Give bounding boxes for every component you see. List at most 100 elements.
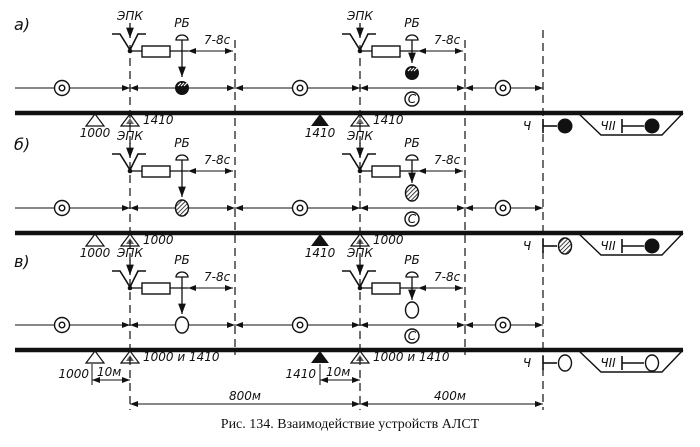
c-circle-icon [404,328,420,344]
code-transmitter-1410 [311,234,329,246]
wayside-signal-core [58,84,66,92]
wayside-signal-core [58,321,66,329]
dim-label: 10м [326,365,350,379]
code-label: 1410 [373,113,404,127]
time-label: 7-8с [434,153,461,167]
c-label: С [408,329,417,343]
wayside-signal-core [499,84,507,92]
epk-fork-icon [342,153,376,172]
cab-signal-block2 [404,184,420,202]
code-transmitter-hatched-inner [126,118,134,124]
epk-fork-icon [342,33,376,52]
dim-label: 10м [97,365,121,379]
lamp-fill [644,118,660,134]
section-label: б) [14,135,30,154]
cab-signal-block2 [405,66,419,80]
siding-track [577,232,684,256]
lamp-fill [557,118,573,134]
code-label: 1000 и 1410 [373,350,450,364]
ch-signal-lamp [557,237,573,255]
code-transmitter-1000 [84,350,106,364]
resistor-icon [371,165,401,178]
rb-button-icon [405,271,419,278]
wayside-signal-core [58,204,66,212]
ch-signal-label: Ч [523,119,531,133]
resistor-icon [141,282,171,295]
siding-track [577,112,684,136]
lamp-fill [557,237,573,255]
dim-label: 400м [434,389,466,403]
code-label: 1000 [373,233,404,247]
wayside-signal-core [296,84,304,92]
c-label: С [408,92,417,106]
rb-label: РБ [174,136,189,150]
resistor-icon [141,165,171,178]
wayside-signal-core [296,321,304,329]
rb-button-icon [175,154,189,161]
section-label: в) [14,252,30,271]
resistor-icon [371,282,401,295]
lamp-fill [404,301,420,319]
ch-signal-lamp [557,354,573,372]
cab-signal-block1 [175,81,189,95]
epk-fork-icon [112,33,146,52]
siding-track [577,349,684,373]
lamp-fill [557,354,573,372]
cab-signal-block1 [174,199,190,217]
rb-button-icon [175,34,189,41]
lamp-fill [174,199,190,217]
wayside-signal-core [499,321,507,329]
code-transmitter-1000 [84,113,106,127]
rb-label: РБ [404,16,419,30]
ch-signal-label: Ч [523,356,531,370]
code-label: 1410 [285,367,316,381]
lamp-fill [644,354,660,372]
time-label: 7-8с [434,270,461,284]
cab-signal-block2 [404,301,420,319]
lamp-fill [404,184,420,202]
resistor-icon [141,45,171,58]
epk-fork-icon [112,270,146,289]
code-label: 1000 [143,233,174,247]
lamp-fill [174,316,190,334]
lamp-hatch [177,82,188,87]
code-transmitter-1000 [84,233,106,247]
c-circle-icon [404,211,420,227]
wayside-signal-core [296,204,304,212]
code-label: 1000 [58,367,89,381]
time-label: 7-8с [204,270,231,284]
rb-button-icon [405,154,419,161]
lamp-fill [644,238,660,254]
code-label: 1000 [80,246,111,260]
time-label: 7-8с [204,33,231,47]
time-label: 7-8с [434,33,461,47]
code-label: 1410 [143,113,174,127]
ch2-signal-label: ЧII [600,239,616,253]
ch2-signal-lamp [644,238,660,254]
epk-label: ЭПК [346,9,373,23]
code-label: 1000 [80,126,111,140]
rb-label: РБ [404,136,419,150]
wayside-signal-core [499,204,507,212]
ch2-signal-label: ЧII [600,119,616,133]
rb-label: РБ [404,253,419,267]
code-label: 1000 и 1410 [143,350,220,364]
rb-label: РБ [174,16,189,30]
time-label: 7-8с [204,153,231,167]
c-circle-icon [404,91,420,107]
epk-label: ЭПК [116,9,143,23]
figure-caption: Рис. 134. Взаимодействие устройств АЛСТ [221,417,480,432]
code-label: 1410 [305,126,336,140]
rb-label: РБ [174,253,189,267]
ch2-signal-lamp [644,354,660,372]
code-transmitter-1410 [311,351,329,363]
epk-fork-icon [342,270,376,289]
lamp-hatch [407,67,418,72]
ch-signal-lamp [557,118,573,134]
rb-button-icon [175,271,189,278]
resistor-icon [371,45,401,58]
rb-button-icon [405,34,419,41]
c-label: С [408,212,417,226]
section-label: а) [14,15,30,34]
code-label: 1410 [305,246,336,260]
